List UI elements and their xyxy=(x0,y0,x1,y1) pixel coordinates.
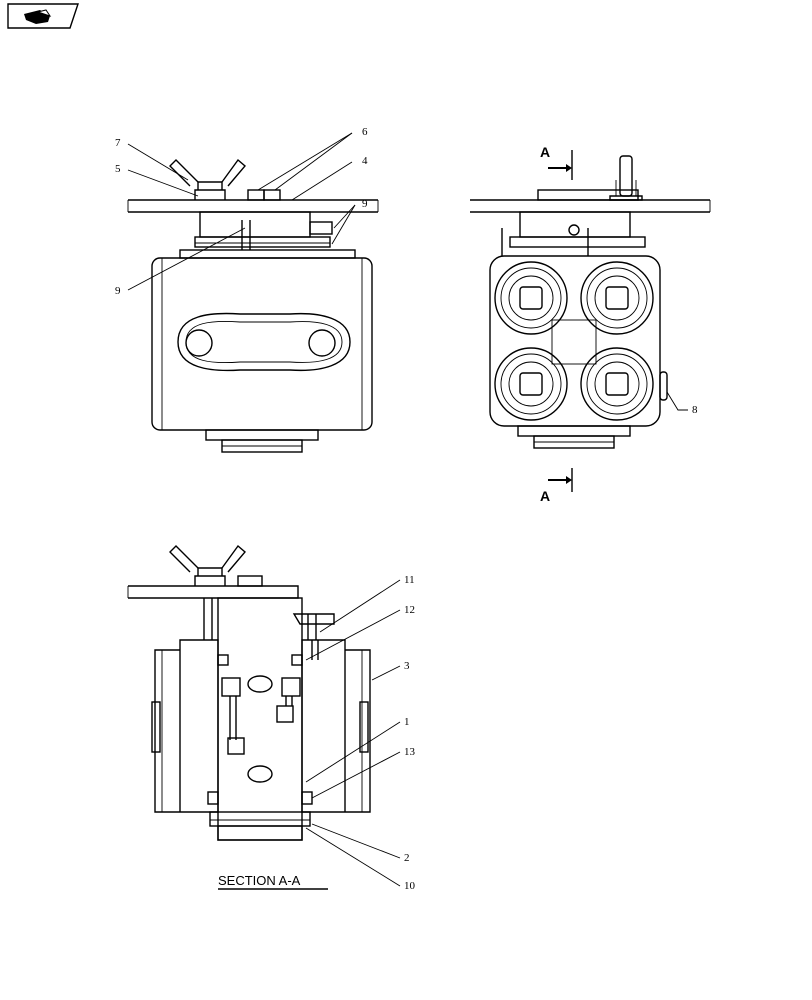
callout-4: 4 xyxy=(362,155,368,167)
port-bottom-right xyxy=(580,347,654,421)
front-view xyxy=(127,158,379,453)
callouts-front: 7 5 6 4 9 9 xyxy=(115,126,368,297)
callout-10: 10 xyxy=(404,880,416,892)
upper-block xyxy=(199,211,311,238)
section-view: SECTION A-A xyxy=(127,544,371,890)
back-tab-outline xyxy=(7,3,79,29)
oval-boss xyxy=(177,312,351,372)
port-top-right xyxy=(580,261,654,335)
callout-13: 13 xyxy=(404,746,416,758)
mounting-plate xyxy=(128,199,378,213)
section-arrow-top xyxy=(548,164,572,172)
port-top-left xyxy=(494,261,568,335)
nut-a xyxy=(247,189,265,201)
callout-9-bottom: 9 xyxy=(115,285,121,297)
side-mounting-plate xyxy=(470,199,710,213)
callout-12: 12 xyxy=(404,604,415,616)
callout-6: 6 xyxy=(362,126,368,138)
o-ring-lower-left xyxy=(207,791,219,805)
back-button[interactable] xyxy=(7,3,79,29)
section-marker-bottom: A xyxy=(540,488,550,504)
callout-9-top: 9 xyxy=(362,198,368,210)
section-marker-top: A xyxy=(540,144,550,160)
callouts-side: 8 xyxy=(666,391,698,416)
callout-11: 11 xyxy=(404,574,415,586)
valve-body xyxy=(151,257,373,431)
callout-8: 8 xyxy=(692,404,698,416)
o-ring-lower-right xyxy=(301,791,313,805)
o-ring-upper-left xyxy=(217,654,229,666)
port-bottom-left xyxy=(494,347,568,421)
callout-1: 1 xyxy=(404,716,410,728)
callouts-section: 11 12 3 1 13 2 10 xyxy=(305,574,416,892)
side-valve-body xyxy=(489,255,661,427)
housing-left xyxy=(154,639,219,813)
wing-nut xyxy=(169,158,246,200)
callout-7: 7 xyxy=(115,137,121,149)
section-arrow-bottom xyxy=(548,476,572,484)
section-title: SECTION A-A xyxy=(218,873,301,888)
callout-3: 3 xyxy=(404,660,410,672)
back-arrow-icon xyxy=(24,9,52,24)
o-ring-upper-right xyxy=(291,654,303,666)
nut-b xyxy=(263,189,281,201)
section-wing-nut xyxy=(169,544,246,586)
callout-2: 2 xyxy=(404,852,410,864)
side-view: A A xyxy=(470,144,711,504)
callout-5: 5 xyxy=(115,163,121,175)
